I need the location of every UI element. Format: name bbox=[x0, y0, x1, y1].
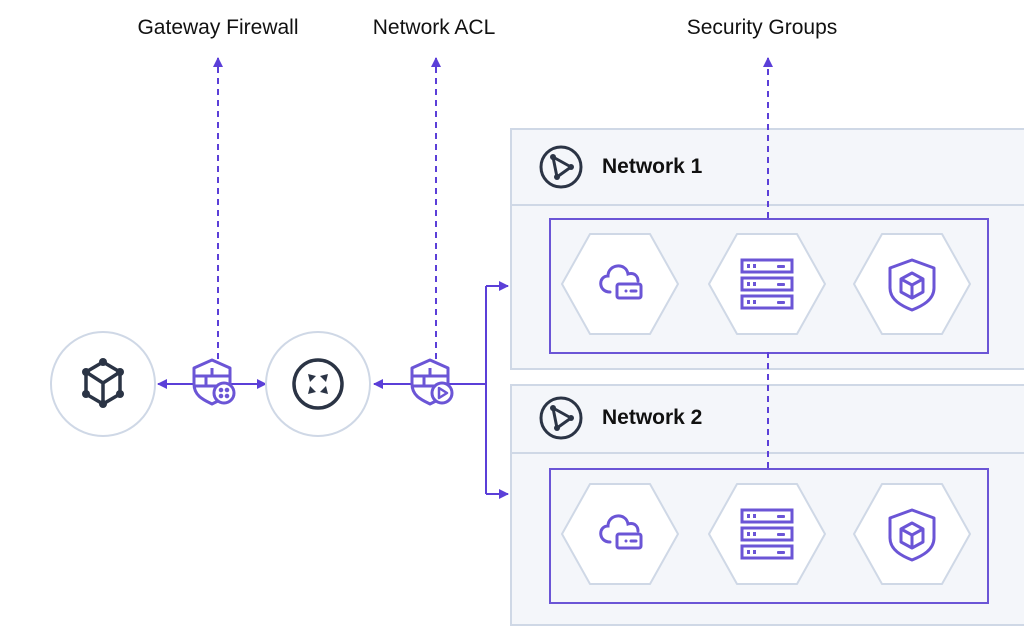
network-2-shield-cube[interactable] bbox=[853, 483, 971, 585]
network-1-server-rack[interactable] bbox=[708, 233, 826, 335]
internet-node[interactable] bbox=[50, 331, 156, 437]
network-2-subnet bbox=[549, 468, 989, 604]
gateway-firewall-icon[interactable] bbox=[192, 358, 236, 406]
network-1-title: Network 1 bbox=[602, 155, 703, 178]
security-groups-label: Security Groups bbox=[686, 16, 838, 39]
network-graph-icon bbox=[539, 145, 583, 189]
network-graph-icon bbox=[539, 396, 583, 440]
network-2-cloud-storage[interactable] bbox=[561, 483, 679, 585]
network-1-cloud-storage[interactable] bbox=[561, 233, 679, 335]
network-2-server-rack[interactable] bbox=[708, 483, 826, 585]
router-node[interactable] bbox=[265, 331, 371, 437]
network-acl-icon[interactable] bbox=[410, 358, 454, 406]
network-branch-line bbox=[448, 286, 487, 494]
network-acl-label: Network ACL bbox=[372, 16, 496, 39]
network-2-title: Network 2 bbox=[602, 406, 703, 429]
network-1-shield-cube[interactable] bbox=[853, 233, 971, 335]
gateway-firewall-label: Gateway Firewall bbox=[137, 16, 299, 39]
cube-network-icon bbox=[82, 358, 124, 408]
router-icon bbox=[292, 358, 344, 410]
